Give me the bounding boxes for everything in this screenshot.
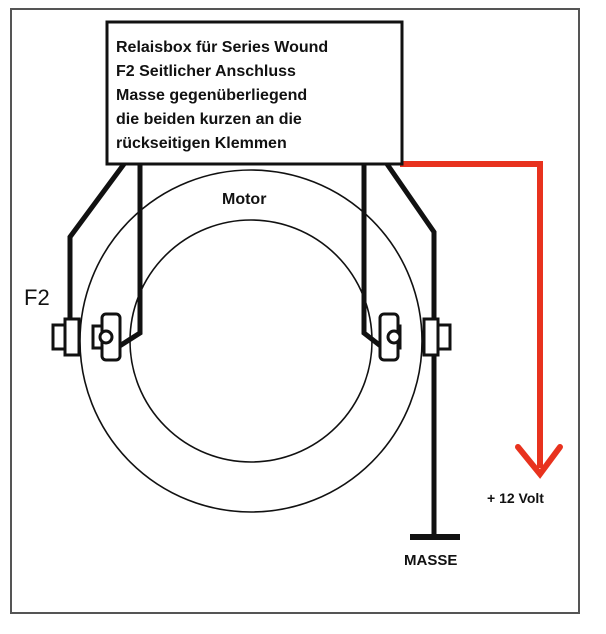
f2-label: F2 <box>24 285 50 310</box>
relay-note-line-5: rückseitigen Klemmen <box>116 135 287 152</box>
relay-note-line-4: die beiden kurzen an die <box>116 111 302 128</box>
terminal-f2-left <box>51 317 81 357</box>
wiring-black <box>67 162 437 535</box>
brush-holder-right <box>378 312 402 362</box>
motor-label: Motor <box>222 191 266 208</box>
diagram-frame <box>10 8 580 614</box>
supply-arrow-head <box>515 444 563 479</box>
supply-voltage-label: + 12 Volt <box>487 490 544 506</box>
relay-note-line-3: Masse gegenüberliegend <box>116 87 307 104</box>
wire-f2 <box>67 162 127 325</box>
brush-holder-left <box>91 312 122 362</box>
relay-note-line-1: Relaisbox für Series Wound <box>116 39 328 56</box>
wire-left-brush <box>116 164 143 350</box>
relay-note-box <box>105 20 404 166</box>
supply-wire <box>400 161 563 479</box>
ground-label: MASSE <box>404 552 457 569</box>
relay-note-line-2: F2 Seitlicher Anschluss <box>116 63 296 80</box>
motor-inner-ring <box>129 219 373 463</box>
terminal-ground-right <box>422 317 452 357</box>
wire-right-brush <box>361 164 384 349</box>
wire-ground <box>384 162 437 535</box>
